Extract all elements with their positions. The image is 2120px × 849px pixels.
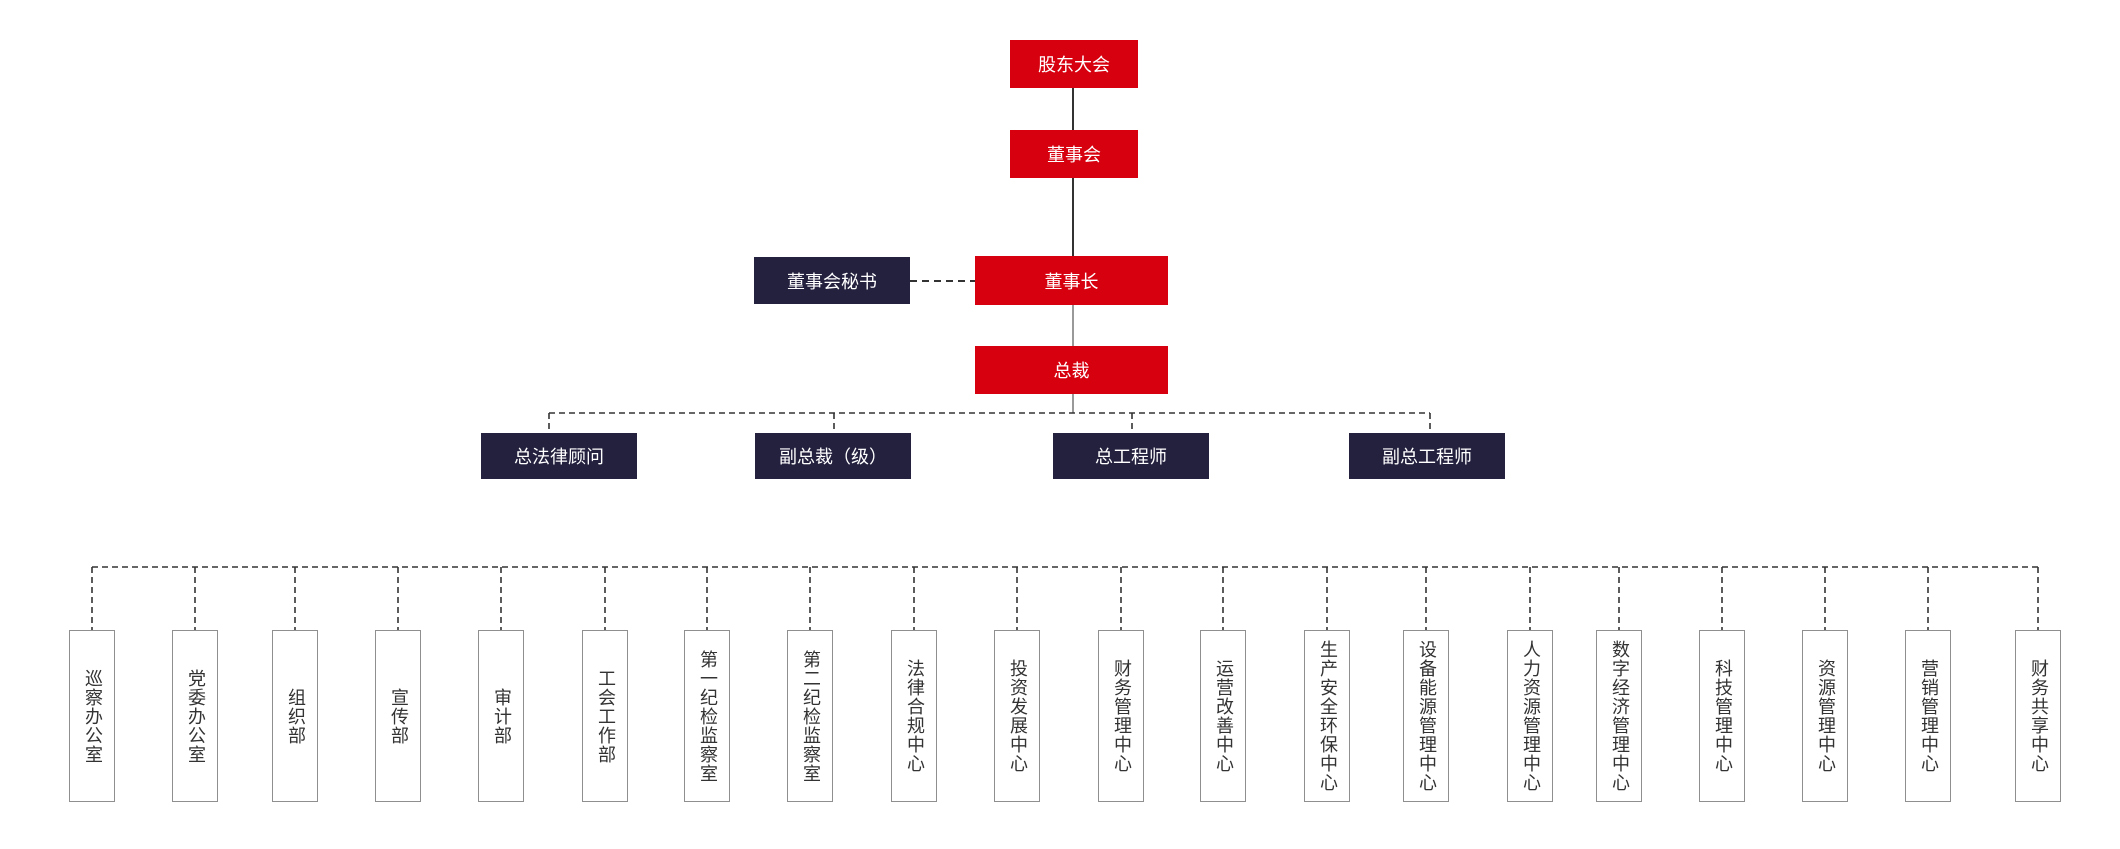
department-label: 财务共享中心 (2028, 659, 2049, 773)
department-label: 宣传部 (388, 687, 409, 745)
secretary-node: 董事会秘书 (754, 257, 910, 304)
department-label: 第一纪检监察室 (697, 649, 718, 783)
department-label: 生产安全环保中心 (1317, 640, 1338, 792)
executive-node-legal-counsel: 总法律顾问 (481, 433, 637, 479)
chairman-node: 董事长 (975, 256, 1168, 305)
department-node: 生产安全环保中心 (1304, 630, 1350, 802)
department-node: 科技管理中心 (1699, 630, 1745, 802)
department-node: 营销管理中心 (1905, 630, 1951, 802)
department-label: 财务管理中心 (1111, 659, 1132, 773)
department-node: 运营改善中心 (1200, 630, 1246, 802)
department-label: 投资发展中心 (1007, 659, 1028, 773)
department-node: 投资发展中心 (994, 630, 1040, 802)
department-node: 党委办公室 (172, 630, 218, 802)
department-node: 数字经济管理中心 (1596, 630, 1642, 802)
department-node: 人力资源管理中心 (1507, 630, 1553, 802)
department-label: 运营改善中心 (1213, 659, 1234, 773)
department-node: 财务共享中心 (2015, 630, 2061, 802)
executive-node-chief-engineer: 总工程师 (1053, 433, 1209, 479)
department-node: 工会工作部 (582, 630, 628, 802)
board-node: 董事会 (1010, 130, 1138, 178)
department-node: 巡察办公室 (69, 630, 115, 802)
department-node: 审计部 (478, 630, 524, 802)
department-label: 科技管理中心 (1712, 659, 1733, 773)
department-node: 资源管理中心 (1802, 630, 1848, 802)
department-label: 巡察办公室 (82, 668, 103, 764)
department-label: 资源管理中心 (1815, 659, 1836, 773)
department-label: 数字经济管理中心 (1609, 640, 1630, 792)
department-label: 营销管理中心 (1918, 659, 1939, 773)
department-label: 人力资源管理中心 (1520, 640, 1541, 792)
department-node: 第一纪检监察室 (684, 630, 730, 802)
department-label: 第二纪检监察室 (800, 649, 821, 783)
executive-node-vice-president: 副总裁（级） (755, 433, 911, 479)
department-label: 设备能源管理中心 (1416, 640, 1437, 792)
department-node: 财务管理中心 (1098, 630, 1144, 802)
department-label: 工会工作部 (595, 668, 616, 764)
department-label: 党委办公室 (185, 668, 206, 764)
department-node: 第二纪检监察室 (787, 630, 833, 802)
department-label: 审计部 (491, 687, 512, 745)
president-node: 总裁 (975, 346, 1168, 394)
department-node: 法律合规中心 (891, 630, 937, 802)
department-label: 法律合规中心 (904, 659, 925, 773)
department-node: 设备能源管理中心 (1403, 630, 1449, 802)
executive-node-deputy-chief-engineer: 副总工程师 (1349, 433, 1505, 479)
department-node: 宣传部 (375, 630, 421, 802)
department-node: 组织部 (272, 630, 318, 802)
shareholders-node: 股东大会 (1010, 40, 1138, 88)
department-label: 组织部 (285, 687, 306, 745)
